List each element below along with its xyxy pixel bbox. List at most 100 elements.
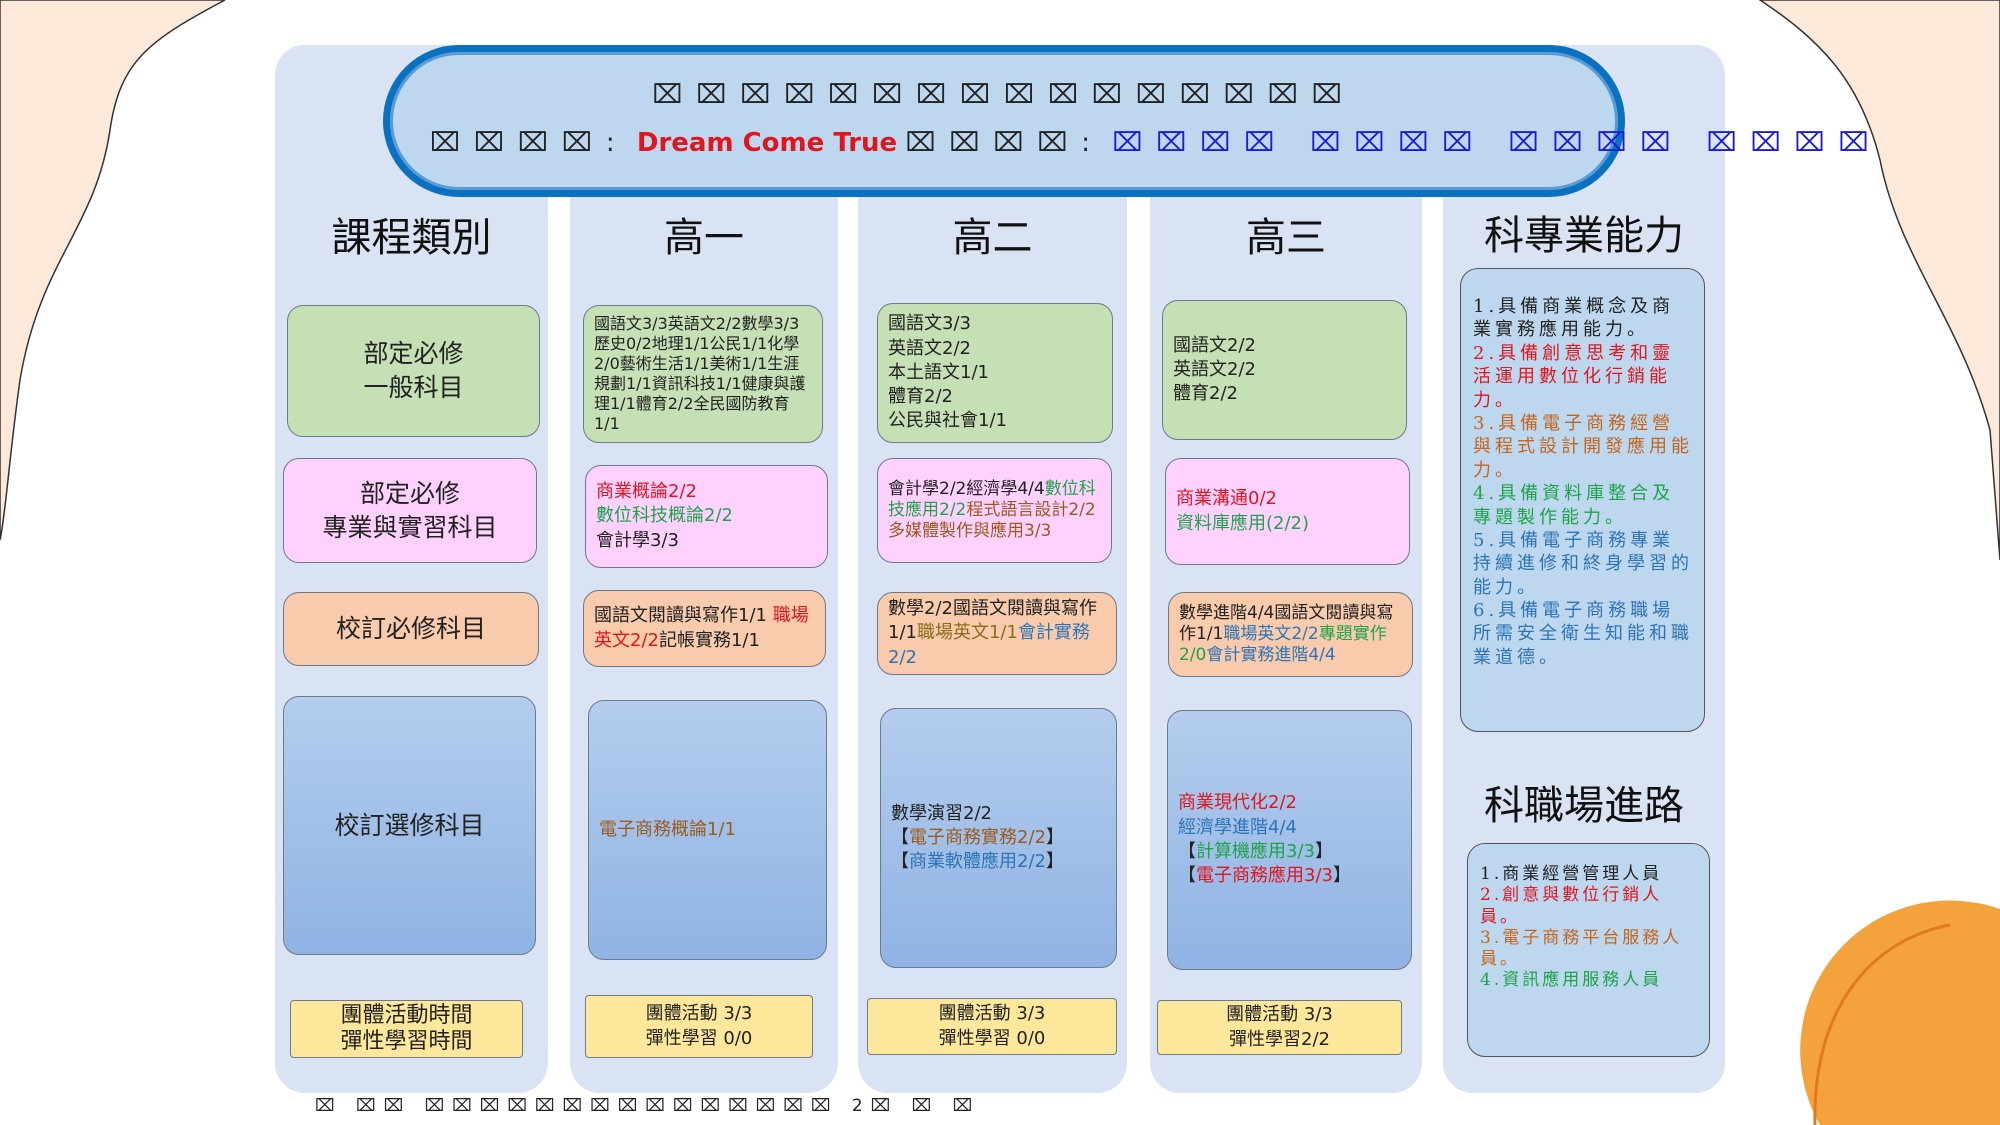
course-text: 】 [1045, 851, 1064, 873]
course-text: 專題實作2/0 [1179, 623, 1387, 666]
course-text: 電子商務實務2/2 [909, 826, 1046, 848]
column-heading: 科專業能力 [1484, 213, 1684, 259]
course-text: 資料庫應用(2/2) [1176, 512, 1310, 534]
course-text: 會計學3/3 [596, 529, 679, 551]
course-text: 電子商務應用3/3 [1196, 865, 1333, 887]
g2-general-cell: 國語文3/3 英語文2/2 本土語文1/1 體育2/2 公民與社會1/1 [877, 303, 1113, 443]
course-text: 會計實務進階4/4 [1206, 645, 1336, 666]
category-line: 校訂必修科目 [335, 614, 486, 644]
course-text: 數學演習2/2 [891, 802, 992, 824]
cell-text: 商業概論2/2 數位科技概論2/2 會計學3/3 [596, 480, 817, 553]
course-text: 】 【 [891, 826, 1064, 873]
g2-school-required-cell: 數學2/2國語文閱讀與寫作1/1職場英文1/1會計實務2/2 [877, 592, 1117, 675]
course-text: 記帳實務1/1 [658, 629, 760, 651]
flex-learning: 彈性學習 0/0 [938, 1027, 1046, 1049]
g1-professional-cell: 商業概論2/2 數位科技概論2/2 會計學3/3 [585, 465, 828, 568]
course-text: 商業概論2/2 [596, 481, 697, 503]
list-item: 2.創意與數位行銷人員。 [1480, 885, 1663, 927]
column-heading: 高二 [952, 215, 1033, 261]
cell-text: 國語文2/2 英語文2/2 體育2/2 [1173, 334, 1396, 407]
category-school-elective: 校訂選修科目 [283, 696, 536, 955]
list-item: 5.具備電子商務專業持續進修和終身學習的能力。 [1473, 529, 1693, 598]
course-text: 】 [1332, 865, 1351, 887]
cell-text: 數學2/2國語文閱讀與寫作1/1職場英文1/1會計實務2/2 [888, 597, 1106, 670]
slogan-label: ⌧⌧⌧⌧: [430, 128, 629, 158]
footer-note: ⌧ ⌧⌧ ⌧⌧⌧⌧⌧⌧⌧⌧⌧⌧⌧⌧⌧⌧⌧ 2⌧ ⌧ ⌧ [315, 1096, 981, 1116]
course-text: 數位科技應用2/2 [888, 478, 1096, 520]
cell-text: 商業現代化2/2 經濟學進階4/4 【計算機應用3/3】 【電子商務應用3/3】 [1178, 791, 1401, 888]
list-item: 2.具備創意思考和靈活運用數位化行銷能力。 [1473, 342, 1675, 411]
column-heading: 課程類別 [331, 215, 492, 261]
category-required-professional: 部定必修專業與實習科目 [283, 458, 537, 563]
cell-text: 數學演習2/2 【電子商務實務2/2】 【商業軟體應用2/2】 [891, 802, 1106, 875]
course-text: 職場英文2/2 [1223, 623, 1319, 644]
course-text: 經濟學進階4/4 [1178, 816, 1297, 838]
slogan-text: Dream Come True [636, 128, 898, 158]
corner-shape-top-left [0, 0, 226, 541]
list-item: 1.具備商業概念及商業實務應用能力。 [1473, 296, 1675, 341]
g1-school-required-cell: 國語文閱讀與寫作1/1 職場英文2/2記帳實務1/1 [583, 590, 826, 667]
course-text: 】 【 [1178, 841, 1333, 887]
g1-general-cell: 國語文3/3英語文2/2數學3/3歷史0/2地理1/1公民1/1化學2/0藝術生… [583, 305, 823, 443]
course-text: 國語文3/3 英語文2/2 本土語文1/1 體育2/2 公民與社會1/1 [888, 313, 1007, 432]
corner-shape-top-right [1758, 0, 2000, 561]
g3-general-cell: 國語文2/2 英語文2/2 體育2/2 [1162, 300, 1407, 440]
cell-text: 國語文閱讀與寫作1/1 職場英文2/2記帳實務1/1 [594, 604, 815, 653]
category-line: 團體活動時間 [340, 1002, 473, 1028]
course-text: 【 [1178, 841, 1196, 862]
g3-professional-cell: 商業溝通0/2 資料庫應用(2/2) [1165, 458, 1410, 565]
course-text: 商業現代化2/2 [1178, 792, 1297, 814]
cell-text: 國語文3/3英語文2/2數學3/3歷史0/2地理1/1公民1/1化學2/0藝術生… [594, 314, 812, 434]
g1-elective-cell: 電子商務概論1/1 [588, 700, 827, 960]
course-text: 數學2/2國語文閱讀與寫作1/1 [888, 598, 1097, 644]
course-text: 數位科技概論2/2 [596, 505, 733, 527]
category-group-activity: 團體活動時間彈性學習時間 [290, 1000, 523, 1058]
course-text: 電子商務概論1/1 [599, 818, 736, 840]
category-line: 一般科目 [363, 373, 464, 402]
category-line: 部定必修 [359, 478, 460, 508]
cell-text: 商業溝通0/2 資料庫應用(2/2) [1176, 487, 1399, 536]
corner-circle-bottom-right [1800, 900, 2000, 1125]
values-text: ⌧⌧⌧⌧ ⌧⌧⌧⌧ ⌧⌧⌧⌧ ⌧⌧⌧⌧ [1112, 128, 1883, 158]
g3-school-required-cell: 數學進階4/4國語文閱讀與寫作1/1職場英文2/2專題實作2/0會計實務進階4/… [1168, 592, 1413, 677]
course-text: 職場英文2/2 [594, 605, 809, 651]
list-item: 4.具備資料庫整合及專題製作能力。 [1473, 483, 1675, 528]
values-label: ⌧⌧⌧⌧: [905, 128, 1105, 158]
list-item: 6.具備電子商務職場所需安全衛生知能和職業道德。 [1473, 600, 1693, 668]
list-item: 4.資訊應用服務人員 [1480, 970, 1663, 991]
cell-text: 電子商務概論1/1 [599, 818, 816, 842]
cell-text: 會計學2/2經濟學4/4數位科技應用2/2程式語言設計2/2多媒體製作與應用3/… [888, 479, 1101, 543]
g3-elective-cell: 商業現代化2/2 經濟學進階4/4 【計算機應用3/3】 【電子商務應用3/3】 [1167, 710, 1412, 970]
flex-learning: 彈性學習2/2 [1229, 1028, 1330, 1050]
category-line: 彈性學習時間 [340, 1029, 473, 1054]
cell-text: 國語文3/3 英語文2/2 本土語文1/1 體育2/2 公民與社會1/1 [888, 312, 1102, 433]
column-heading: 高一 [664, 215, 744, 261]
course-text: 會計學2/2經濟學4/4 [888, 478, 1045, 499]
course-text: 商業軟體應用2/2 [909, 851, 1046, 873]
list-item: 3.具備電子商務經營與程式設計開發應用能力。 [1473, 412, 1693, 481]
category-line: 部定必修 [363, 339, 464, 369]
course-text: 會計實務2/2 [888, 622, 1090, 668]
abilities-list: 1.具備商業概念及商業實務應用能力。2.具備創意思考和靈活運用數位化行銷能力。3… [1460, 268, 1705, 732]
column-heading: 高三 [1246, 215, 1326, 261]
cell-text: 數學進階4/4國語文閱讀與寫作1/1職場英文2/2專題實作2/0會計實務進階4/… [1179, 603, 1402, 667]
category-line: 專業與實習科目 [322, 512, 498, 542]
list-item: 1.商業經營管理人員 [1480, 864, 1663, 884]
course-text: 程式語言設計2/2多媒體製作與應用3/3 [888, 499, 1096, 542]
group-activity: 團體活動 3/3 [938, 1003, 1046, 1025]
flex-learning: 彈性學習 0/0 [645, 1027, 753, 1049]
course-text: 國語文3/3英語文2/2數學3/3歷史0/2地理1/1公民1/1化學2/0藝術生… [594, 314, 806, 433]
course-text: 國語文2/2 英語文2/2 體育2/2 [1173, 334, 1256, 405]
category-required-general: 部定必修一般科目 [287, 305, 540, 437]
banner-title: ⌧⌧⌧⌧⌧⌧⌧⌧⌧⌧⌧⌧⌧⌧⌧⌧ [652, 80, 1356, 110]
course-text: 數學進階4/4國語文閱讀與寫作1/1 [1179, 602, 1394, 644]
course-text: 商業溝通0/2 [1176, 488, 1277, 510]
group-activity: 團體活動 3/3 [645, 1003, 753, 1025]
course-text: 計算機應用3/3 [1196, 841, 1315, 862]
category-line: 校訂選修科目 [334, 810, 485, 840]
careers-heading: 科職場進路 [1484, 783, 1684, 829]
